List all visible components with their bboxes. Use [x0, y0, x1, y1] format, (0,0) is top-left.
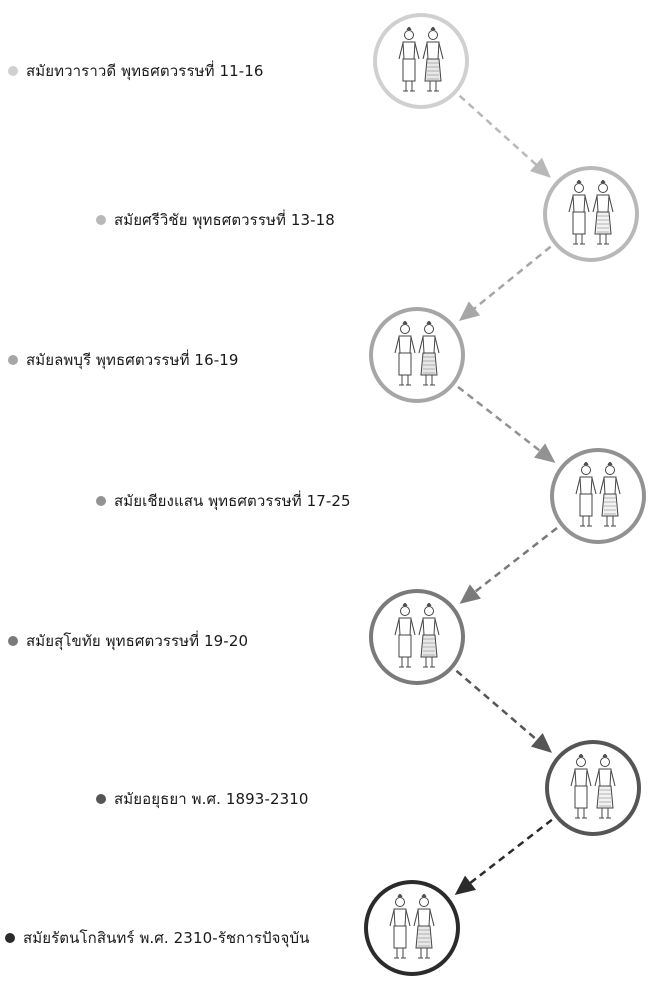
costume-illustration-chiang-saen: [550, 448, 646, 544]
connector-line: [457, 385, 547, 457]
costume-figures-icon: [398, 27, 444, 92]
costume-illustration-dvaravati: [373, 13, 469, 109]
bullet-dot: [96, 215, 106, 225]
period-label-text: สมัยรัตนโกสินทร์ พ.ศ. 2310-รัชการปัจจุบั…: [23, 929, 310, 947]
period-label-rattanakosin: สมัยรัตนโกสินทร์ พ.ศ. 2310-รัชการปัจจุบั…: [5, 926, 309, 950]
arrow-head-icon: [458, 301, 481, 322]
costume-illustration-rattanakosin: [364, 880, 460, 976]
costume-figures-icon: [394, 321, 440, 386]
period-label-ayutthaya: สมัยอยุธยา พ.ศ. 1893-2310: [96, 787, 309, 811]
arrow-head-icon: [529, 157, 551, 178]
period-label-sukhothai: สมัยสุโขทัย พุทธศตวรรษที่ 19-20: [8, 629, 248, 653]
connector-line: [458, 94, 543, 171]
period-label-lopburi: สมัยลพบุรี พุทธศตวรรษที่ 16-19: [8, 348, 239, 372]
costume-illustration-srivijaya: [543, 166, 639, 262]
period-label-text: สมัยศรีวิชัย พุทธศตวรรษที่ 13-18: [114, 211, 335, 229]
bullet-dot: [8, 355, 18, 365]
period-label-text: สมัยลพบุรี พุทธศตวรรษที่ 16-19: [26, 351, 239, 369]
bullet-dot: [96, 794, 106, 804]
costume-illustration-sukhothai: [369, 589, 465, 685]
bullet-dot: [8, 66, 18, 76]
period-label-srivijaya: สมัยศรีวิชัย พุทธศตวรรษที่ 13-18: [96, 208, 335, 232]
period-label-text: สมัยอยุธยา พ.ศ. 1893-2310: [114, 790, 309, 808]
arrow-head-icon: [534, 443, 556, 463]
connector-line: [468, 526, 558, 598]
costume-figures-icon: [575, 462, 621, 527]
bullet-dot: [5, 933, 15, 943]
connector-line: [463, 818, 553, 889]
costume-illustration-lopburi: [369, 307, 465, 403]
arrow-head-icon: [459, 584, 481, 604]
period-label-text: สมัยทวาราวดี พุทธศตวรรษที่ 11-16: [26, 62, 264, 80]
period-label-dvaravati: สมัยทวาราวดี พุทธศตวรรษที่ 11-16: [8, 59, 264, 83]
costume-figures-icon: [568, 180, 614, 245]
period-label-chiang-saen: สมัยเชียงแสน พุทธศตวรรษที่ 17-25: [96, 489, 351, 513]
arrow-head-icon: [454, 875, 477, 895]
connector-line: [455, 669, 544, 746]
arrow-head-icon: [530, 732, 553, 753]
costume-illustration-ayutthaya: [545, 740, 641, 836]
costume-figures-icon: [389, 894, 435, 959]
bullet-dot: [96, 496, 106, 506]
period-label-text: สมัยสุโขทัย พุทธศตวรรษที่ 19-20: [26, 632, 249, 650]
bullet-dot: [8, 636, 18, 646]
connector-line: [467, 245, 552, 315]
period-label-text: สมัยเชียงแสน พุทธศตวรรษที่ 17-25: [114, 492, 351, 510]
costume-figures-icon: [570, 754, 616, 819]
costume-figures-icon: [394, 603, 440, 668]
